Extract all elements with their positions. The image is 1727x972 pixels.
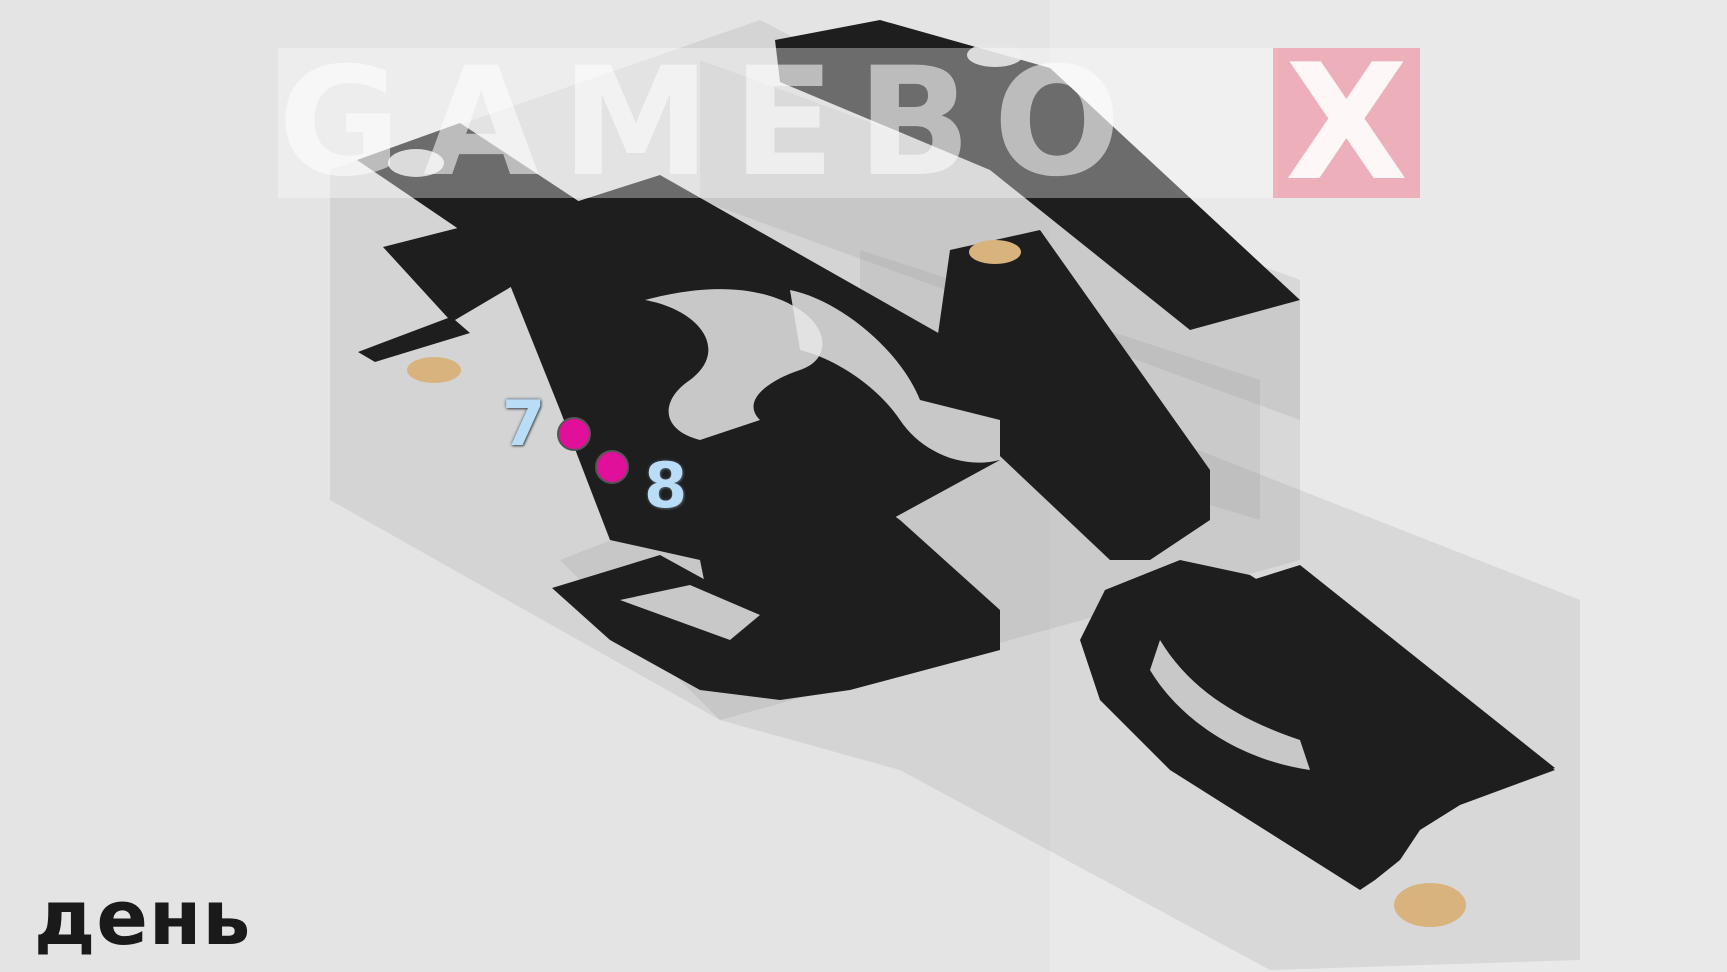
room-lower-central: [560, 410, 1000, 700]
time-of-day-label: день: [34, 873, 252, 962]
floor-cutouts: [388, 43, 1310, 770]
cutout-upper-left: [388, 149, 444, 177]
hall-right-bottom: [1080, 560, 1555, 890]
marker-7-dot[interactable]: [557, 417, 591, 451]
cutout-top: [967, 43, 1023, 67]
marker-8-label: 8: [644, 449, 688, 522]
pad-top: [969, 240, 1021, 264]
cutout-curve-1: [645, 289, 823, 440]
marker-8-dot[interactable]: [595, 450, 629, 484]
cutout-right-curve: [1150, 640, 1310, 770]
pad-bottom-right: [1394, 883, 1466, 927]
pad-left: [407, 357, 461, 383]
cutout-lower-left: [620, 585, 760, 640]
corridor-top: [775, 20, 1300, 330]
strip-right: [1220, 565, 1555, 800]
cutout-curve-2: [790, 290, 1000, 463]
pads: [407, 240, 1466, 927]
marker-dots: [557, 417, 629, 484]
marker-7-label: 7: [502, 387, 546, 460]
room-lower-left: [552, 555, 780, 700]
corridor-mid: [930, 230, 1210, 560]
